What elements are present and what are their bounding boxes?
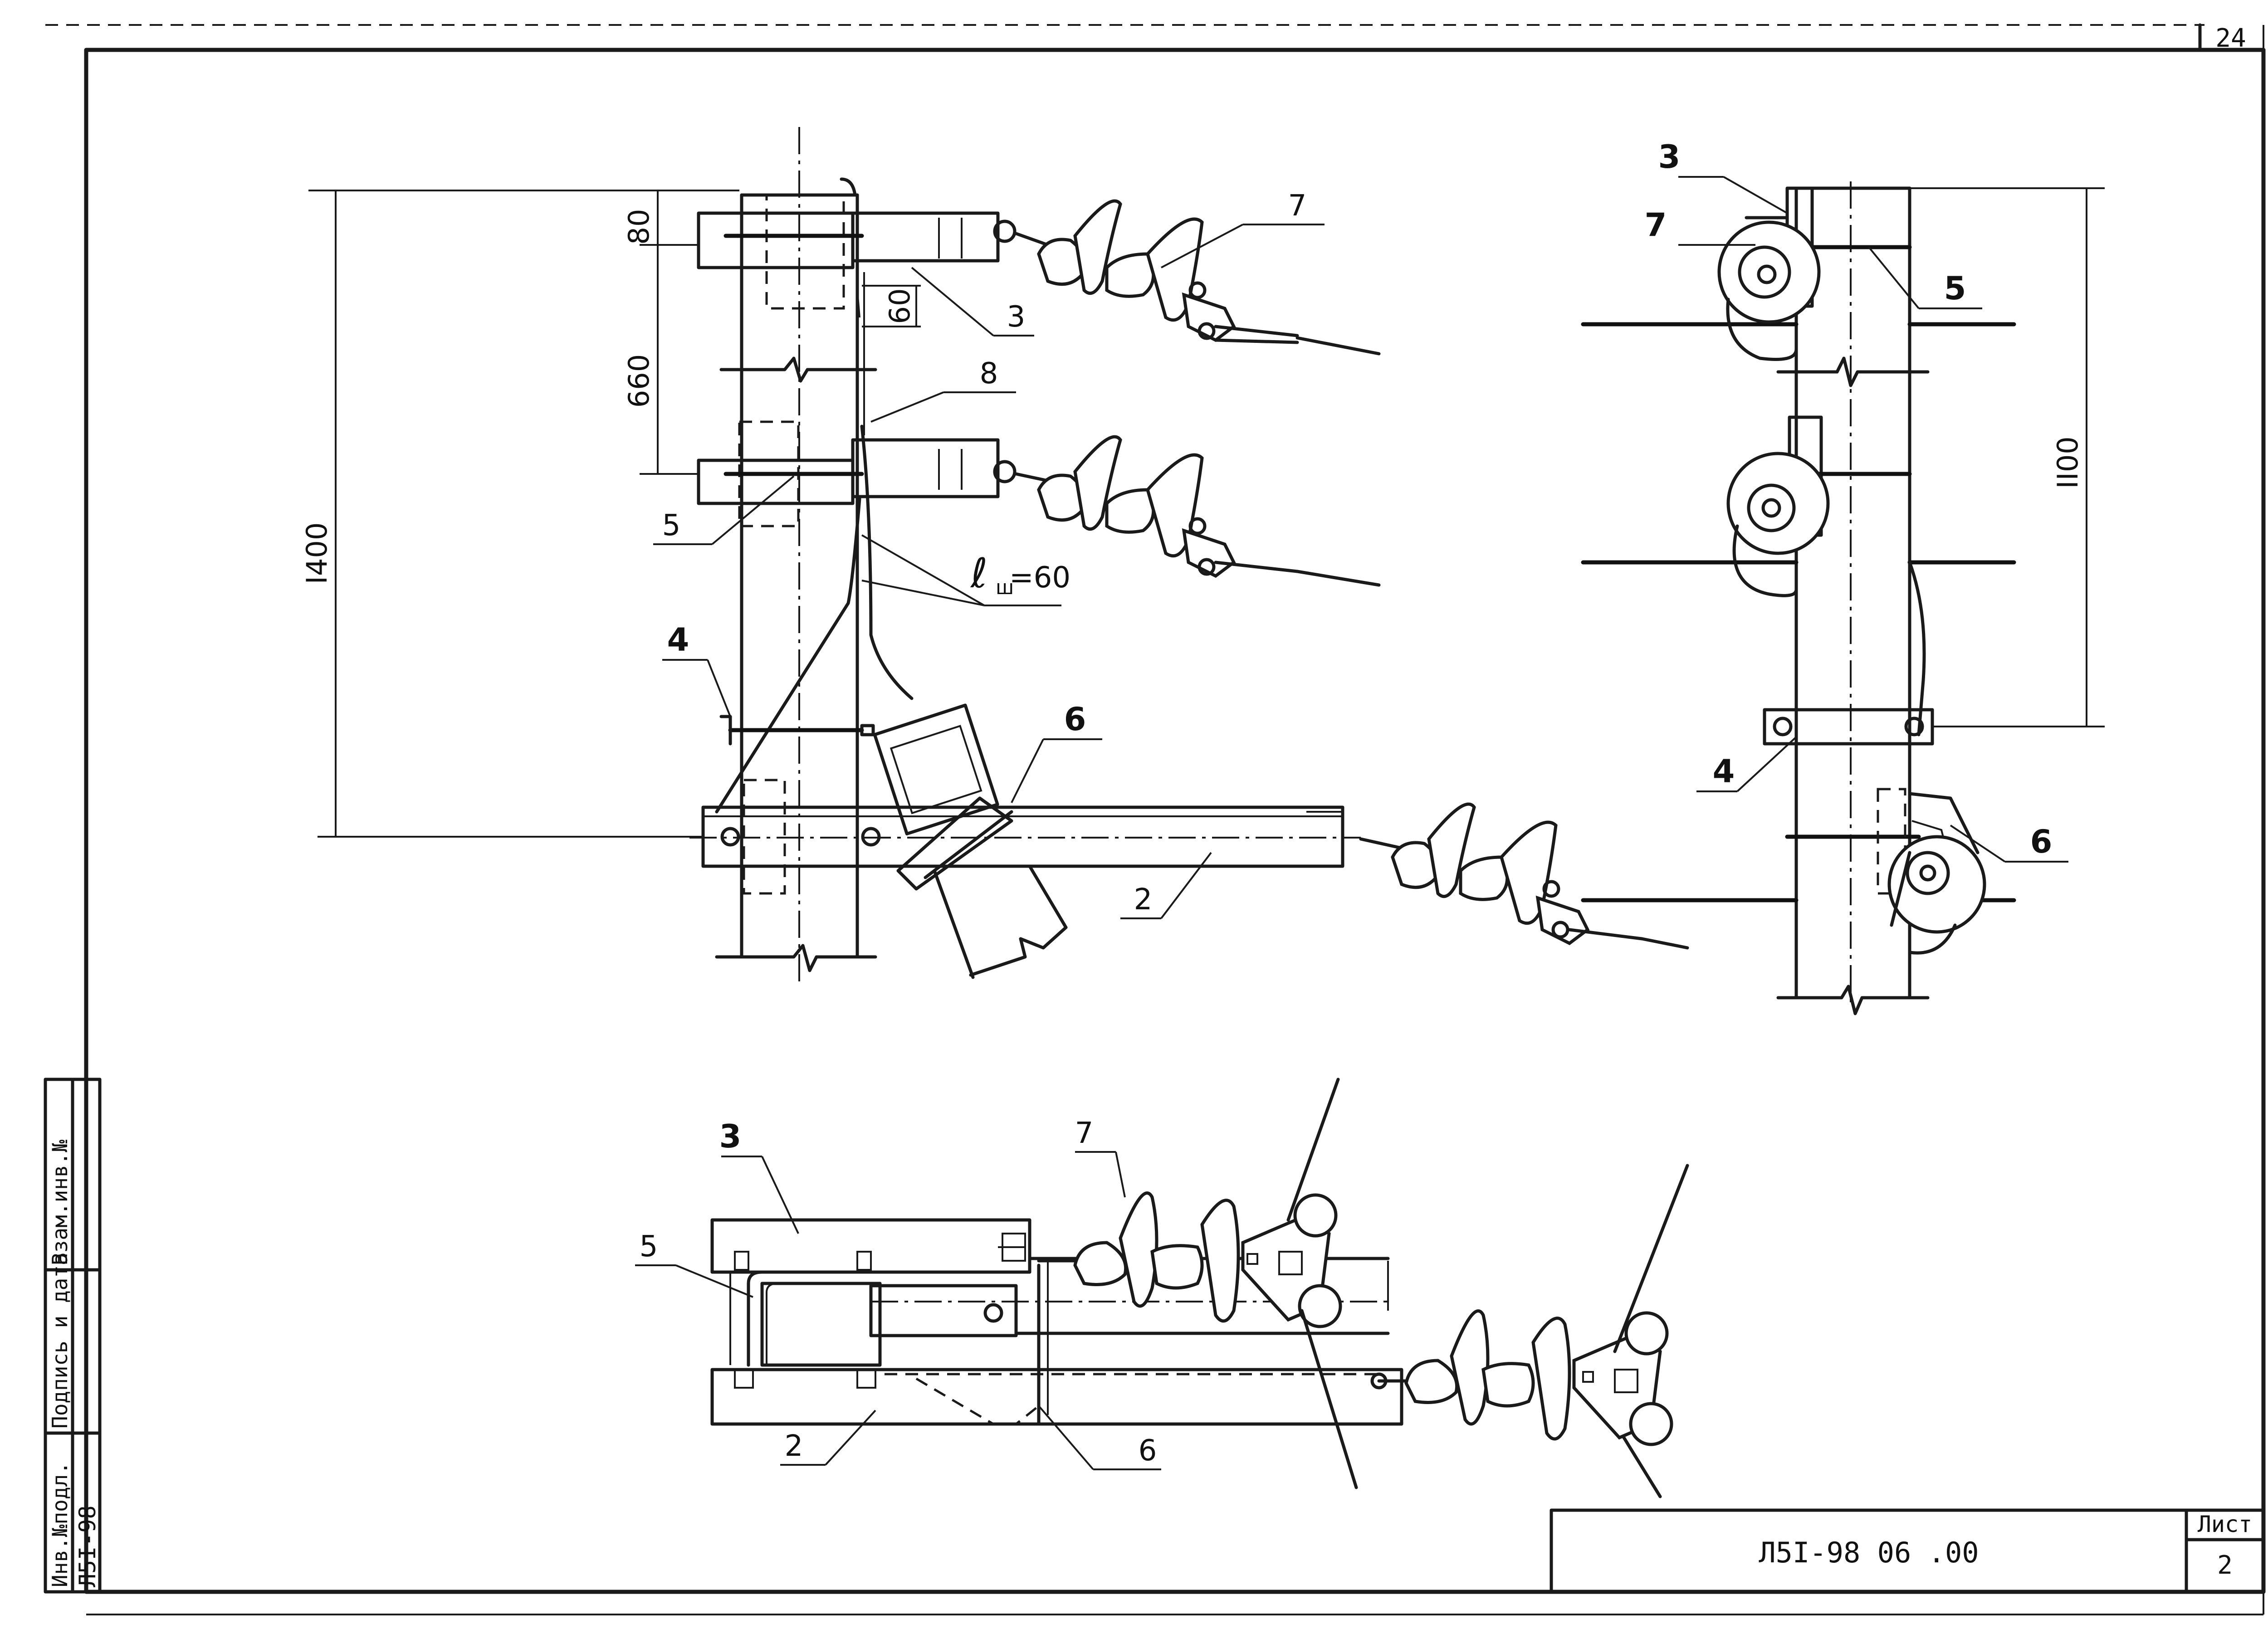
insulator-lower [1359,802,1689,950]
plan-view [710,1078,1689,1498]
stamp-code: Л5I-98 [74,1505,101,1587]
document-code: Л5I-98 06 .00 [1759,1536,1979,1569]
dim-lsh-symbol: ℓ [970,550,987,597]
callout-5-plan: 5 [640,1230,658,1263]
callout-5-main: 5 [662,509,681,542]
callout-7-plan: 7 [1075,1117,1094,1150]
dimensions-side [1910,187,2105,727]
callout-7-side: 7 [1645,206,1667,244]
callout-4-main: 4 [667,621,689,658]
stamp-vzam: Взам.инв.№ [48,1140,72,1265]
list-number: 2 [2217,1551,2233,1580]
callouts-main [653,224,1325,919]
dim-lsh-sub: ш [996,576,1014,599]
sheet-frame [44,23,2266,1615]
dim-lsh-value: =60 [1009,561,1070,595]
callout-6-side: 6 [2030,823,2053,860]
list-label: Лист [2198,1511,2252,1537]
callout-5-side: 5 [1944,270,1966,307]
stamp-podpis: Подпись и дата [48,1253,72,1429]
dim-660: 660 [622,354,655,408]
callout-2-main: 2 [1134,883,1153,917]
insulator-middle [1014,435,1381,587]
callout-6-plan: 6 [1139,1434,1157,1468]
corner-sheet-number: 24 [2215,24,2246,53]
callout-4-side: 4 [1713,753,1735,790]
callout-2-plan: 2 [785,1429,803,1463]
dim-1100: II00 [2051,436,2084,488]
insulator-upper [1014,199,1381,356]
dim-60: 60 [883,288,916,324]
side-view [1581,181,2016,1015]
callout-8-main: 8 [980,357,998,390]
callout-6-main: 6 [1064,701,1086,738]
callout-7-main: 7 [1288,189,1307,223]
main-front-view [689,127,1361,984]
dimensions-main [308,190,921,838]
callout-3-main: 3 [1007,300,1026,334]
callouts-side [1678,176,2068,863]
stamp-inv-podl: Инв.№подл. [48,1462,72,1587]
callout-3-side: 3 [1658,138,1681,176]
callouts-plan [635,1151,1161,1470]
dim-80: 80 [622,209,655,245]
dim-1400: I400 [300,522,333,585]
callout-3-plan: 3 [719,1118,742,1155]
